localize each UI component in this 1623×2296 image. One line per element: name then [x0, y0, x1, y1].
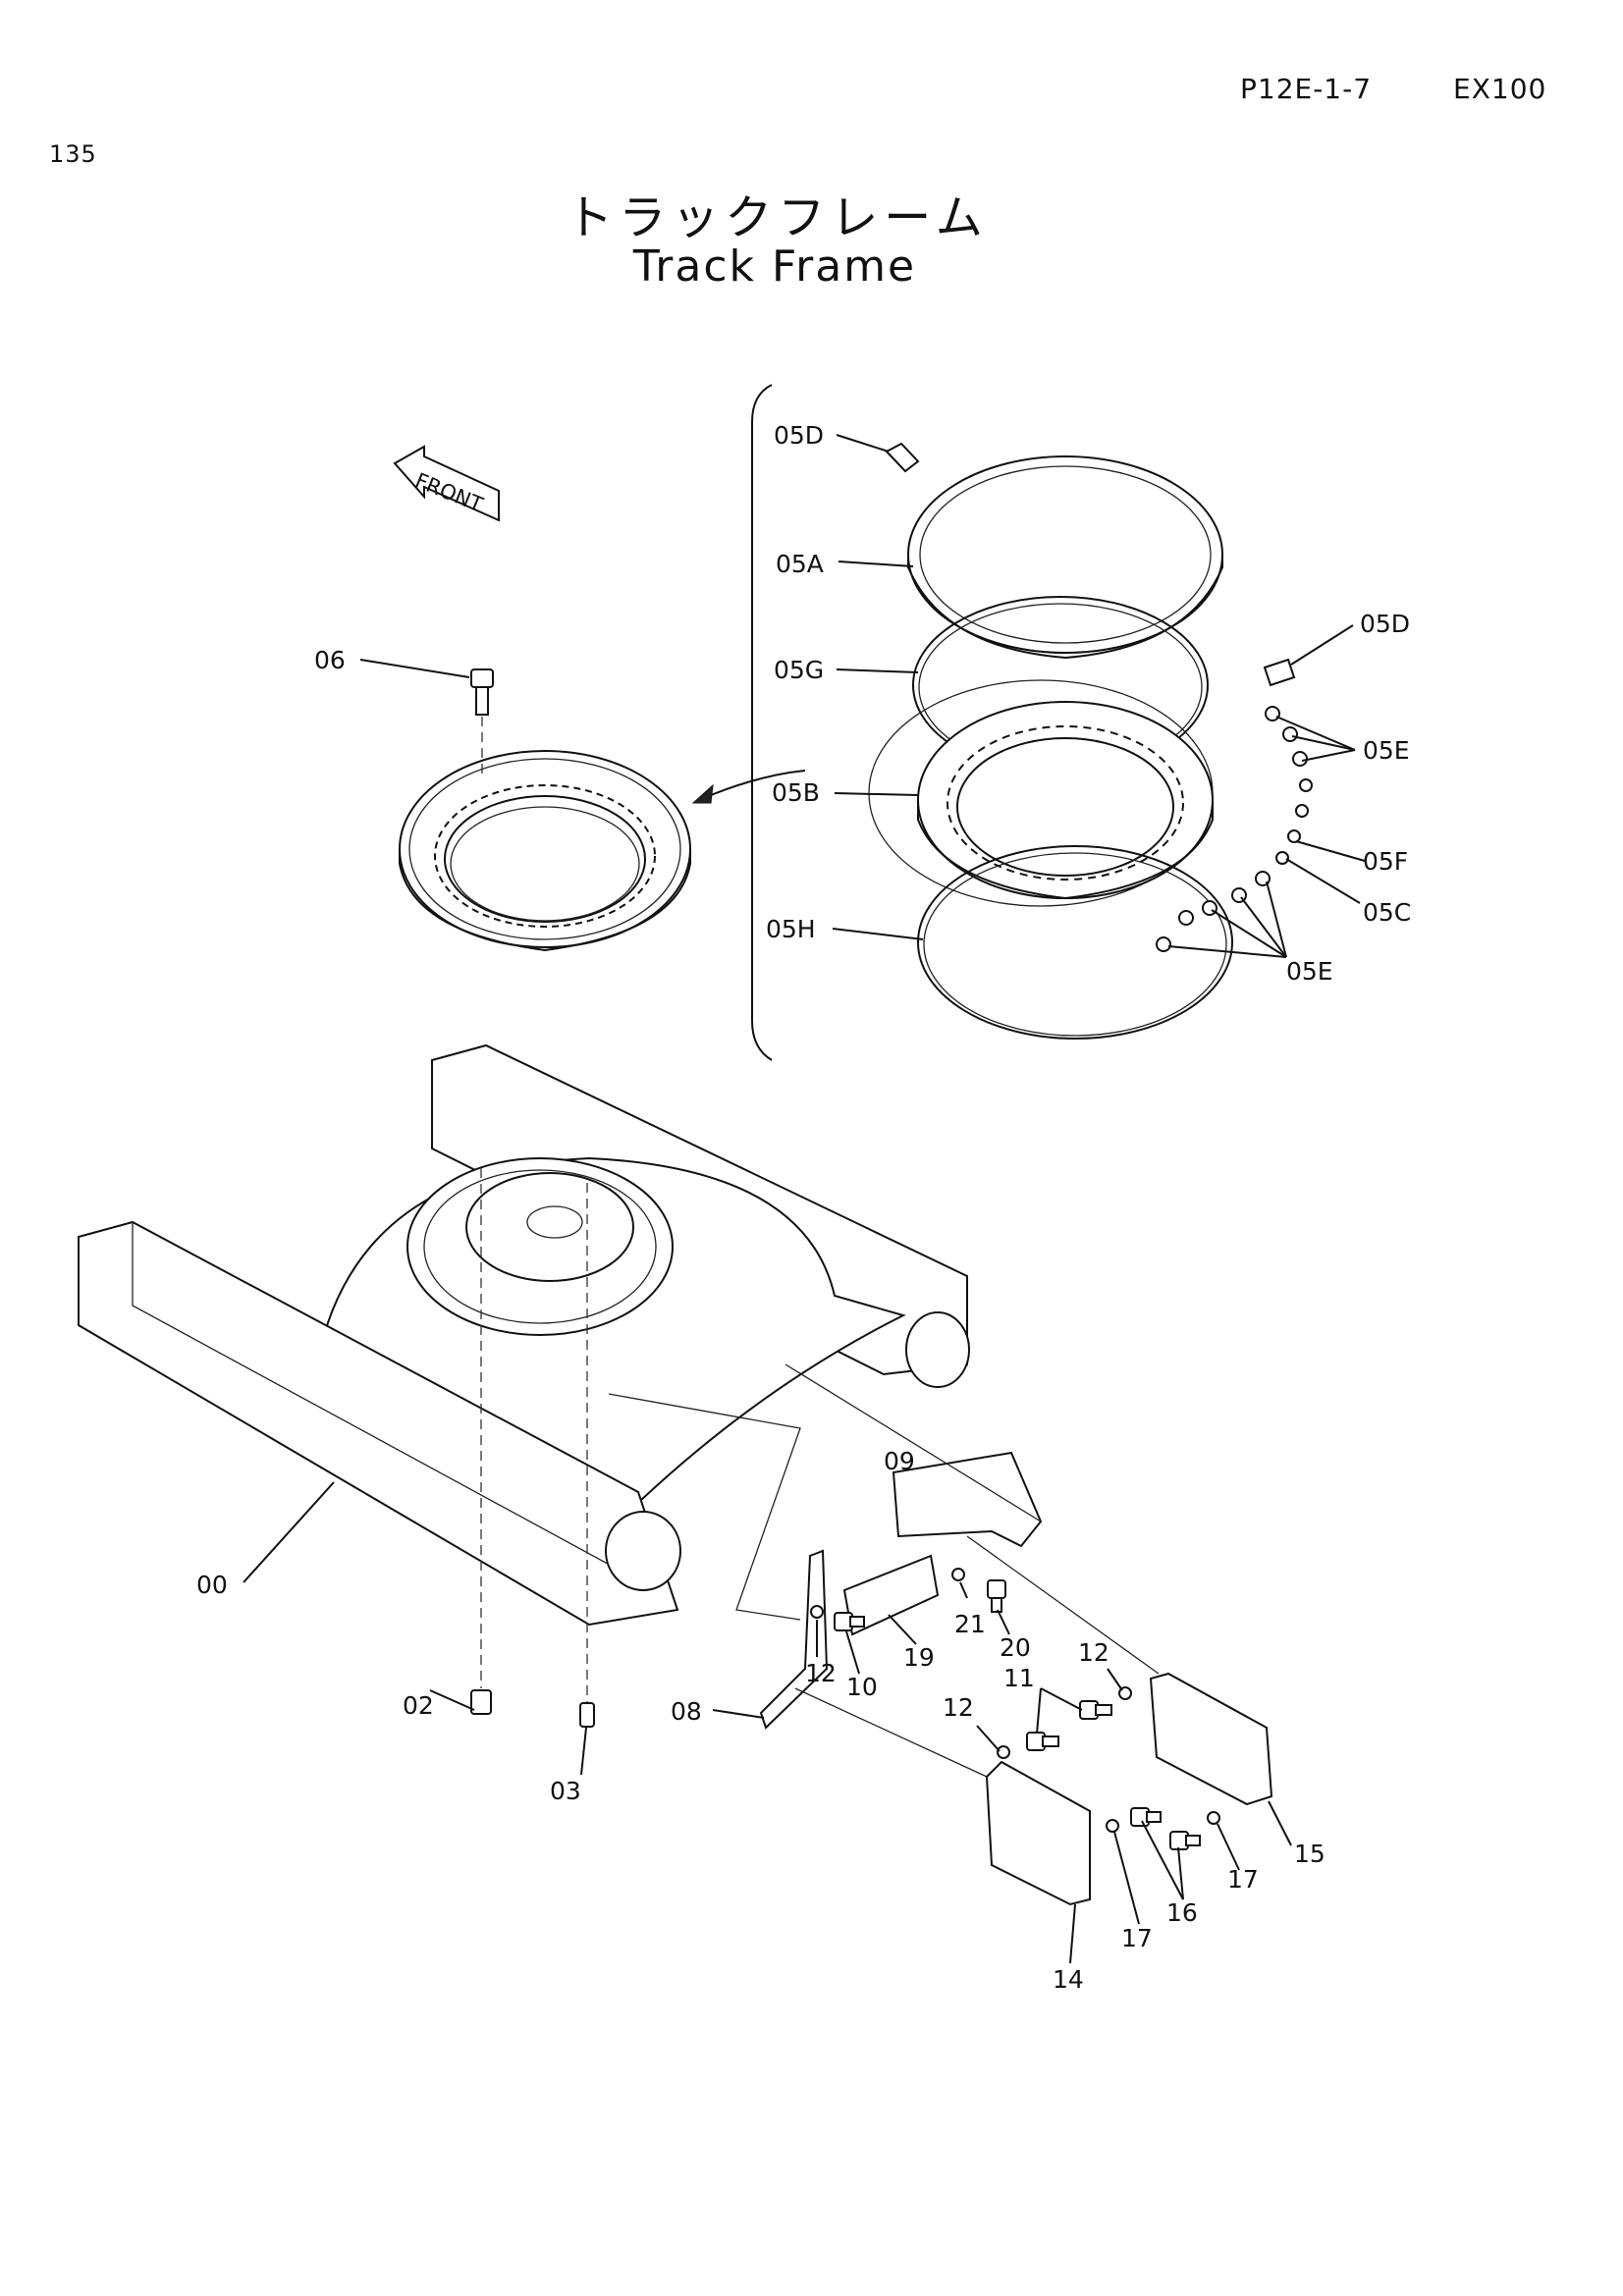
- washer-12-c: [997, 1745, 1010, 1759]
- bolt-06: [470, 668, 494, 775]
- seal-05H: [917, 845, 1233, 1040]
- label-06: 06: [314, 646, 346, 674]
- model-name: EX100: [1453, 73, 1547, 105]
- label-05D-right: 05D: [1360, 610, 1410, 638]
- grease-fitting-05D-right: [1263, 658, 1296, 687]
- outer-ring-05A: [907, 455, 1223, 660]
- washer-12-a: [810, 1605, 824, 1619]
- label-14: 14: [1053, 1965, 1084, 1994]
- label-08: 08: [671, 1697, 702, 1726]
- leader-lines: [243, 434, 1366, 1964]
- label-10: 10: [846, 1673, 878, 1701]
- swing-bearing-assembled: [399, 750, 691, 952]
- document-code: P12E-1-7: [1240, 73, 1373, 105]
- label-12-c: 12: [943, 1693, 974, 1722]
- label-05D-top: 05D: [774, 421, 824, 450]
- balls-05E-05F-05C: [1156, 706, 1313, 952]
- label-20: 20: [1000, 1633, 1031, 1662]
- label-17-b: 17: [1121, 1924, 1153, 1952]
- grease-fitting-05D-top: [885, 442, 920, 473]
- label-12-a: 12: [805, 1659, 837, 1687]
- bolt-20: [987, 1579, 1006, 1613]
- washer-17-b: [1207, 1811, 1220, 1825]
- label-16: 16: [1166, 1898, 1198, 1927]
- label-15: 15: [1294, 1840, 1325, 1868]
- page-number: 135: [49, 140, 97, 168]
- label-02: 02: [403, 1691, 434, 1720]
- plug-03: [579, 1702, 595, 1728]
- label-11: 11: [1003, 1664, 1035, 1692]
- label-17-a: 17: [1227, 1865, 1259, 1894]
- title-english: Track Frame: [632, 241, 917, 292]
- front-arrow-icon: FRONT: [393, 445, 500, 522]
- bracket-09: [892, 1451, 1043, 1548]
- label-21: 21: [954, 1610, 986, 1638]
- track-frame-body-00: [78, 1043, 970, 1708]
- label-12-b: 12: [1078, 1638, 1109, 1667]
- bolt-11-a: [1079, 1700, 1112, 1720]
- label-09: 09: [884, 1447, 915, 1475]
- inner-ring-05B: [868, 679, 1214, 907]
- label-05E-upper: 05E: [1363, 736, 1410, 765]
- title-japanese: トラックフレーム: [566, 190, 989, 245]
- label-05F: 05F: [1363, 847, 1408, 876]
- bolt-16-a: [1130, 1807, 1162, 1827]
- cover-14: [985, 1760, 1091, 1906]
- bolt-10: [834, 1612, 865, 1631]
- label-19: 19: [903, 1643, 935, 1672]
- callout-labels: 05D 05A 05D 06 05G 05E 05B 05F 05C 05H 0…: [196, 421, 1411, 1994]
- washer-17-a: [1106, 1819, 1119, 1833]
- label-05H: 05H: [766, 915, 816, 943]
- cover-15: [1149, 1672, 1273, 1806]
- washer-21: [951, 1568, 965, 1581]
- label-05B: 05B: [772, 778, 820, 807]
- bolt-16-b: [1169, 1831, 1201, 1850]
- bolt-11-b: [1026, 1732, 1059, 1751]
- label-05G: 05G: [774, 656, 824, 684]
- bracket-08: [759, 1549, 829, 1730]
- label-05E-lower: 05E: [1286, 957, 1333, 986]
- exploded-view-bracket: [751, 384, 773, 1061]
- label-00: 00: [196, 1571, 228, 1599]
- label-05C: 05C: [1363, 898, 1411, 927]
- plug-02: [470, 1689, 492, 1715]
- label-03: 03: [550, 1777, 581, 1805]
- front-arrow-label: FRONT: [411, 468, 486, 516]
- label-05A: 05A: [776, 550, 824, 578]
